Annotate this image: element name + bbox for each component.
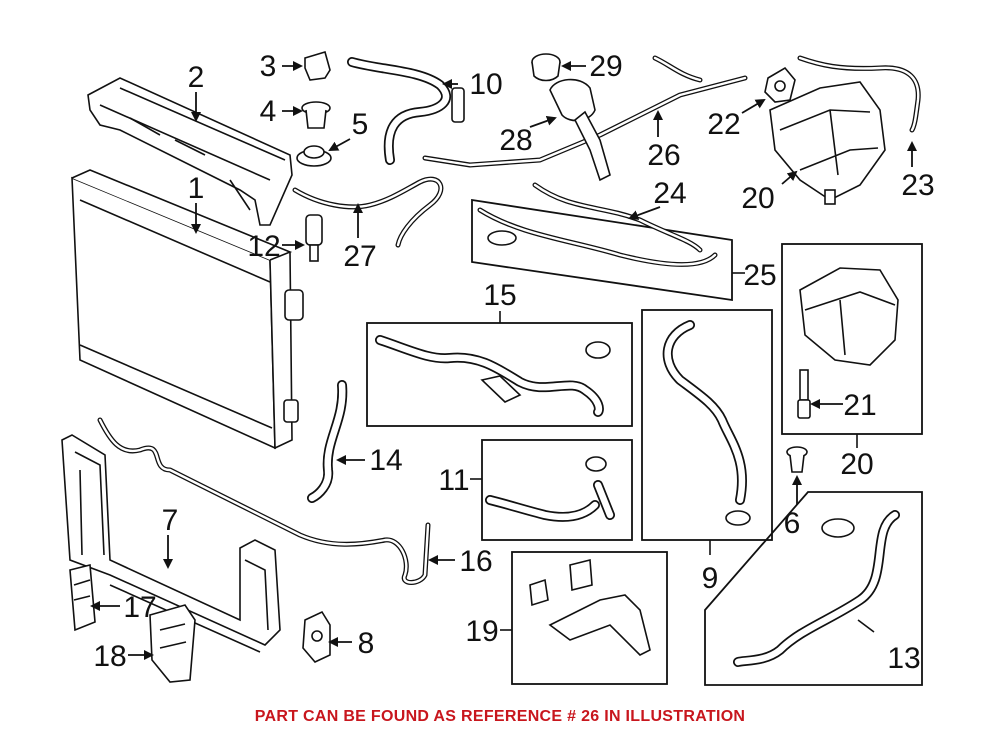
- callout-19: 19: [465, 615, 498, 648]
- callout-3: 3: [260, 50, 277, 83]
- callout-6: 6: [784, 507, 801, 540]
- clip-6: [786, 446, 808, 473]
- hose-14: [307, 380, 348, 503]
- callout-14: 14: [369, 444, 402, 477]
- callout-26: 26: [647, 139, 680, 172]
- radiator: [71, 169, 304, 450]
- callout-27: 27: [343, 240, 376, 273]
- box-11: [481, 439, 633, 541]
- callout-5: 5: [352, 108, 369, 141]
- mount-5: [296, 145, 332, 167]
- bracket-22: [764, 66, 796, 103]
- callout-12: 12: [247, 230, 280, 263]
- sensor-12: [305, 214, 323, 262]
- callout-8: 8: [358, 627, 375, 660]
- callout-2: 2: [188, 61, 205, 94]
- box-20: [781, 243, 923, 435]
- pipe-26: [422, 55, 748, 168]
- filler-neck-28: [549, 78, 611, 182]
- lower-frame: [61, 434, 281, 653]
- grommet-4: [301, 101, 331, 129]
- bracket-17: [69, 563, 96, 632]
- bracket-8: [302, 610, 331, 663]
- callout-9: 9: [702, 562, 719, 595]
- callout-24: 24: [653, 177, 686, 210]
- pipe-23: [797, 55, 921, 133]
- box-25: [471, 198, 733, 302]
- callout-20-upper: 20: [741, 182, 774, 215]
- bracket-18: [149, 604, 196, 683]
- reference-caption: PART CAN BE FOUND AS REFERENCE # 26 IN I…: [254, 708, 746, 725]
- callout-1: 1: [188, 172, 205, 205]
- callout-28: 28: [499, 124, 532, 157]
- callout-13: 13: [887, 642, 920, 675]
- callout-16: 16: [459, 545, 492, 578]
- expansion-tank-upper: [769, 81, 886, 205]
- pipe-27: [292, 176, 444, 248]
- callout-18: 18: [93, 640, 126, 673]
- callout-20-lower: 20: [840, 448, 873, 481]
- cap-29: [531, 53, 561, 82]
- callout-11: 11: [438, 464, 469, 497]
- callout-21: 21: [843, 389, 876, 422]
- fastener-3: [304, 50, 331, 81]
- box-9: [641, 309, 773, 541]
- box-19: [511, 551, 668, 685]
- box-13: [704, 491, 923, 686]
- callout-4: 4: [260, 95, 277, 128]
- pipe-16: [97, 417, 431, 585]
- callout-10: 10: [469, 68, 502, 101]
- leader-lines: [90, 61, 917, 660]
- callout-25: 25: [743, 259, 776, 292]
- callout-7: 7: [162, 504, 179, 537]
- callout-numbers: 1 2 3 4 5 6 7 8 9 10 11 12 13 14 15 16 1…: [93, 50, 934, 675]
- upper-radiator-support: [87, 77, 293, 226]
- callout-29: 29: [589, 50, 622, 83]
- callout-22: 22: [707, 108, 740, 141]
- hose-24: [477, 182, 718, 267]
- box-15: [366, 322, 633, 427]
- hose-10: [347, 57, 465, 165]
- callout-15: 15: [483, 279, 516, 312]
- callout-23: 23: [901, 169, 934, 202]
- callout-17: 17: [123, 591, 156, 624]
